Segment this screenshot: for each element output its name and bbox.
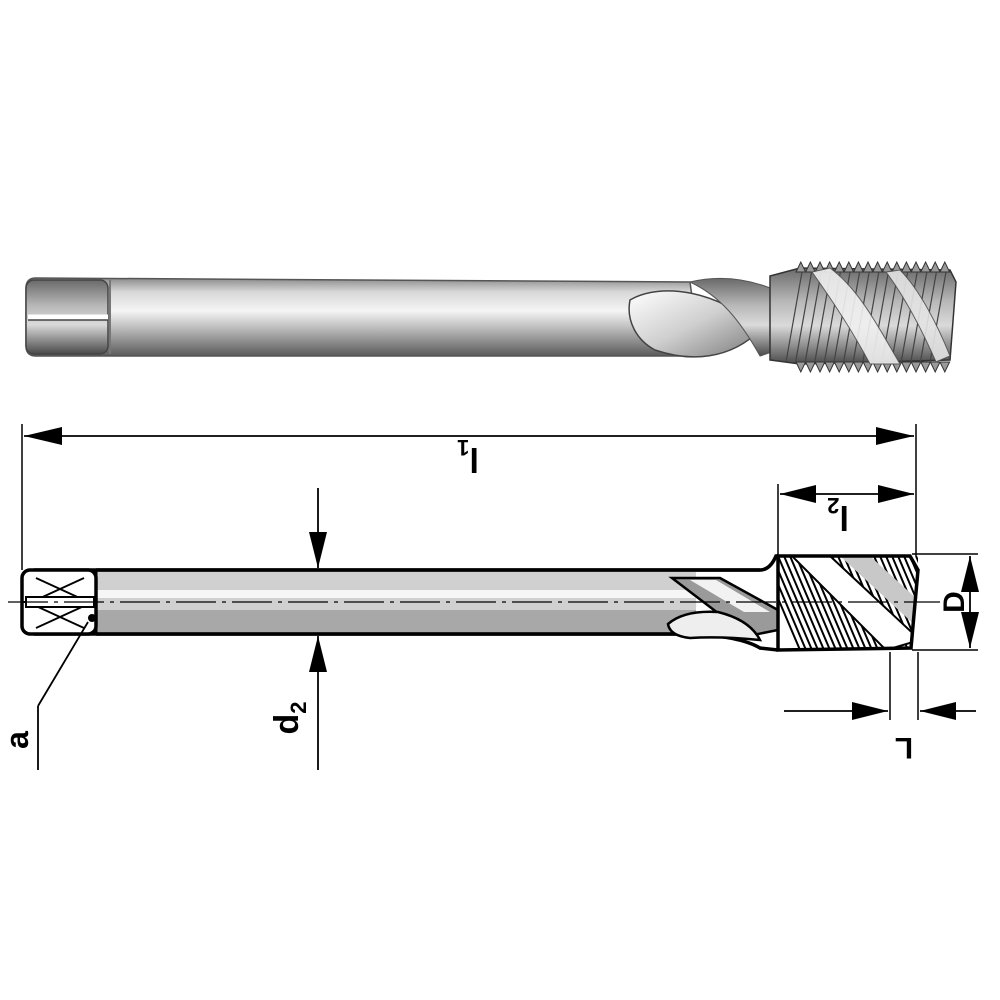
thread-hatch-line [778,556,801,648]
dimension-labels: l1 l2 d2 D L a [0,435,971,764]
render-thread-tooth-top [804,260,816,273]
render-thread-tooth-bottom [900,361,912,374]
render-thread-tooth-bottom [843,361,855,374]
render-thread-tooth-bottom [824,361,836,374]
render-shank [25,277,701,357]
render-thread-tooth-bottom [852,361,864,374]
thread-hatch-line [778,556,819,648]
thread-hatch-line [970,556,1000,650]
render-thread-tooth-bottom [939,361,951,374]
render-thread-tooth-top [795,260,807,273]
thread-flute-shade [840,556,918,628]
render-flute-4 [885,269,951,363]
l1-arrow-left [24,427,62,445]
render-flute-3 [811,267,901,365]
label-l1: l1 [457,435,479,478]
L-arrow-left [852,702,888,720]
l2-arrow-left [780,485,816,503]
render-thread-tooth-top [881,260,893,273]
render-thread-tooth-top [852,260,864,273]
render-thread-groove [804,271,822,363]
render-thread-tooth-top [929,260,941,273]
thread-hatch-line [982,556,1000,650]
render-thread-tooth-bottom [910,361,922,374]
d2-arrow-bottom [309,636,327,672]
render-thread-tooth-bottom [833,361,845,374]
render-thread-groove [785,271,803,363]
thread-hatch-line [988,556,1000,650]
thread-hatch-line [976,556,1000,650]
thread-hatch-line [897,556,918,648]
shank-highlight [96,590,696,598]
render-thread-tooth-top [900,260,912,273]
render-thread-groove [795,271,813,363]
thread-hatch-line [783,556,825,648]
label-L: L [895,731,913,764]
flute-runout-light [690,580,770,612]
D-arrow-top [961,556,979,592]
D-arrow-bottom [961,612,979,648]
d2-arrow-top [309,532,327,568]
flute-hook [666,610,763,642]
a-leader [37,621,89,707]
L-arrow-right [920,702,956,720]
render-thread-tooth-bottom [795,361,807,374]
tap-render [25,260,957,374]
render-thread-tooth-top [910,260,922,273]
render-thread-tooth-top [920,260,932,273]
thread-hatch-line [789,556,831,648]
render-thread-tooth-top [833,260,845,273]
label-a: a [0,731,35,749]
render-thread-tooth-top [843,260,855,273]
l2-arrow-right [878,485,914,503]
render-thread-tooth-bottom [920,361,932,374]
l1-arrow-right [876,427,914,445]
square-cross-4 [35,605,85,629]
thread-hatch-line [778,556,807,648]
tap-technical-view [8,424,1000,770]
thread-hatch-line [994,556,1000,650]
label-l2: l2 [827,493,849,536]
render-thread-tooth-bottom [804,361,816,374]
render-thread-tooth-top [862,260,874,273]
render-thread-tooth-bottom [814,361,826,374]
thread-flute-1 [789,556,918,648]
thread-hatch-line [903,556,918,648]
render-thread-tooth-bottom [929,361,941,374]
label-D: D [938,591,971,613]
render-thread-tooth-top [939,260,951,273]
render-thread-tooth-top [872,260,884,273]
shank-shadow [96,610,696,632]
square-marker-dot [88,614,96,622]
thread-outline [776,554,920,652]
label-d2: d2 [268,701,311,734]
thread-hatch-line [795,556,837,648]
